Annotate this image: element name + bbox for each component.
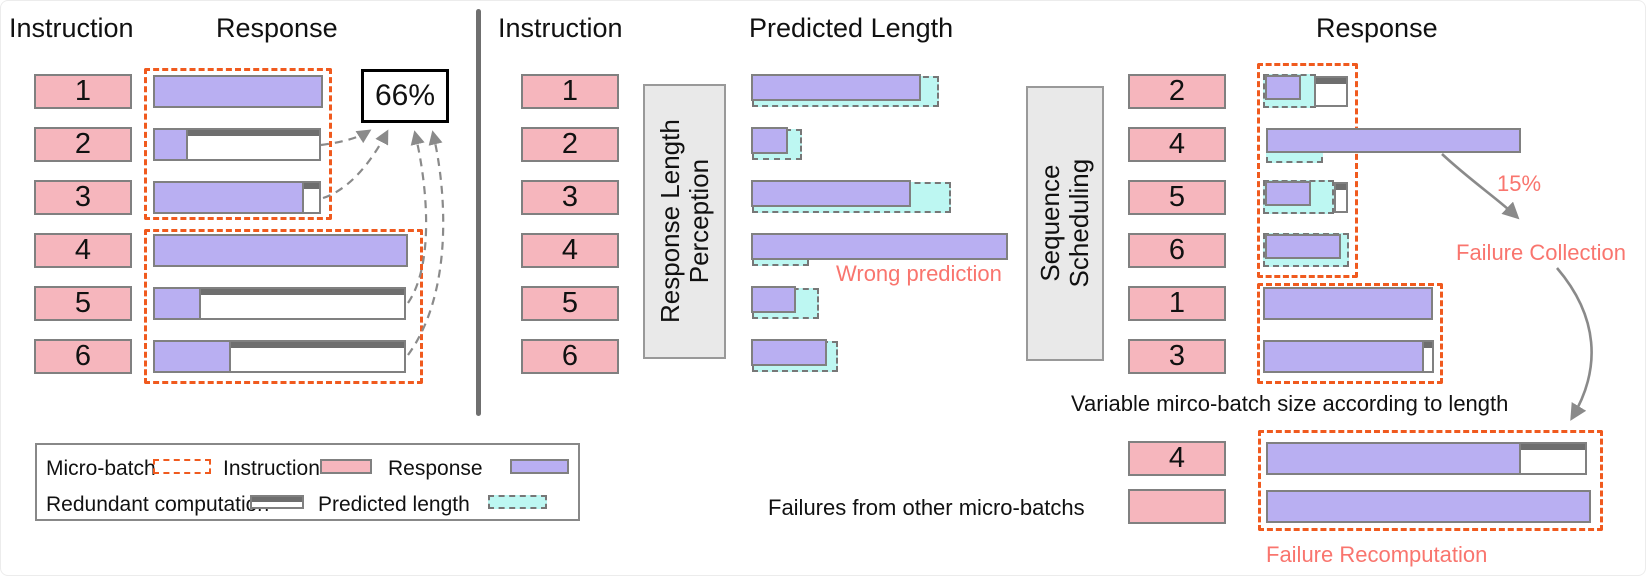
redundancy-arrow-bar3 bbox=[322, 129, 389, 200]
instruction-box: 2 bbox=[521, 127, 619, 162]
variable-microbatch-note: Variable mirco-batch size according to l… bbox=[1071, 391, 1509, 416]
wrong-prediction-label: Wrong prediction bbox=[836, 261, 1002, 286]
predicted-length-header: Predicted Length bbox=[749, 13, 954, 43]
redundant-bar bbox=[229, 340, 406, 373]
response-bar bbox=[1265, 181, 1311, 206]
legend-microbatch-label: Micro-batch bbox=[46, 457, 156, 480]
response-swatch bbox=[510, 459, 569, 474]
response-bar bbox=[1263, 287, 1433, 320]
failure-percentage-label: 15% bbox=[1497, 171, 1542, 196]
response-bar bbox=[1265, 75, 1301, 100]
response-bar bbox=[1265, 234, 1341, 259]
instruction-box: 3 bbox=[1128, 339, 1226, 374]
response-bar bbox=[751, 127, 788, 154]
response-bar bbox=[1266, 128, 1521, 153]
instruction-box: 2 bbox=[1128, 74, 1226, 109]
redundant-bar bbox=[186, 128, 321, 161]
scheduling-label-line1: Sequence bbox=[1034, 164, 1065, 283]
instruction-box: 3 bbox=[34, 180, 132, 215]
redundant-bar bbox=[199, 287, 406, 320]
section-divider bbox=[476, 9, 481, 416]
instruction-swatch bbox=[320, 459, 372, 474]
response-bar bbox=[751, 74, 921, 101]
legend-response-label: Response bbox=[388, 457, 483, 480]
instruction-box: 5 bbox=[521, 286, 619, 321]
response-bar bbox=[153, 340, 231, 373]
instruction-box: 5 bbox=[34, 286, 132, 321]
instruction-box: 2 bbox=[34, 127, 132, 162]
microbatch-box bbox=[1257, 283, 1443, 384]
left-instruction-header: Instruction bbox=[9, 13, 134, 43]
redundant-bar bbox=[1519, 442, 1587, 475]
failure-recomputation-arrow bbox=[1556, 267, 1593, 421]
instruction-box: 5 bbox=[1128, 180, 1226, 215]
response-bar bbox=[751, 339, 827, 366]
microbatch-box bbox=[1258, 430, 1603, 531]
instruction-box: 1 bbox=[1128, 286, 1226, 321]
instruction-box: 6 bbox=[1128, 233, 1226, 268]
instruction-box: 1 bbox=[34, 74, 132, 109]
response-bar bbox=[153, 75, 323, 108]
legend-redundant-label: Redundant computation bbox=[46, 493, 269, 516]
redundant-bar bbox=[1422, 340, 1434, 373]
instruction-box bbox=[1128, 489, 1226, 524]
instruction-box: 6 bbox=[521, 339, 619, 374]
legend-predicted-label: Predicted length bbox=[318, 493, 470, 516]
failure-recomputation-label: Failure Recomputation bbox=[1266, 542, 1488, 567]
mid-instruction-header: Instruction bbox=[498, 13, 623, 43]
microbatch-swatch bbox=[153, 459, 211, 474]
sequence-scheduling-label: Sequence Scheduling bbox=[1034, 159, 1094, 288]
microbatch-box bbox=[1257, 63, 1358, 278]
redundant-bar bbox=[1314, 76, 1348, 107]
response-bar bbox=[751, 233, 1008, 260]
redundant-bar bbox=[302, 181, 321, 214]
failure-collection-label: Failure Collection bbox=[1456, 240, 1626, 265]
instruction-box: 4 bbox=[34, 233, 132, 268]
response-bar bbox=[153, 287, 201, 320]
perception-label-line2: Perception bbox=[683, 159, 714, 284]
failures-from-other-note: Failures from other micro-batchs bbox=[768, 495, 1085, 520]
response-bar bbox=[1263, 340, 1424, 373]
redundant-swatch bbox=[250, 495, 304, 509]
response-bar bbox=[751, 180, 911, 207]
instruction-box: 4 bbox=[1128, 441, 1226, 476]
predicted-swatch bbox=[488, 495, 547, 509]
response-bar bbox=[153, 181, 304, 214]
response-length-perception-box: Response Length Perception bbox=[643, 84, 726, 359]
response-bar bbox=[153, 234, 408, 267]
instruction-box: 4 bbox=[1128, 127, 1226, 162]
legend: Micro-batch Instruction Response Redunda… bbox=[35, 443, 580, 521]
redundant-bar bbox=[1334, 182, 1348, 213]
left-response-header: Response bbox=[216, 13, 338, 43]
perception-label-line1: Response Length bbox=[654, 119, 685, 324]
response-bar bbox=[1266, 442, 1521, 475]
redundancy-percentage-box: 66% bbox=[361, 69, 449, 123]
instruction-box: 6 bbox=[34, 339, 132, 374]
legend-instruction-label: Instruction bbox=[223, 457, 320, 480]
scheduling-label-line2: Scheduling bbox=[1064, 159, 1094, 288]
sequence-scheduling-box: Sequence Scheduling bbox=[1026, 86, 1104, 361]
right-response-header: Response bbox=[1316, 13, 1438, 43]
response-length-perception-label: Response Length Perception bbox=[654, 119, 714, 324]
instruction-box: 1 bbox=[521, 74, 619, 109]
response-bar bbox=[1266, 490, 1591, 523]
instruction-box: 4 bbox=[521, 233, 619, 268]
instruction-box: 3 bbox=[521, 180, 619, 215]
response-bar bbox=[153, 128, 188, 161]
response-bar bbox=[751, 286, 796, 313]
